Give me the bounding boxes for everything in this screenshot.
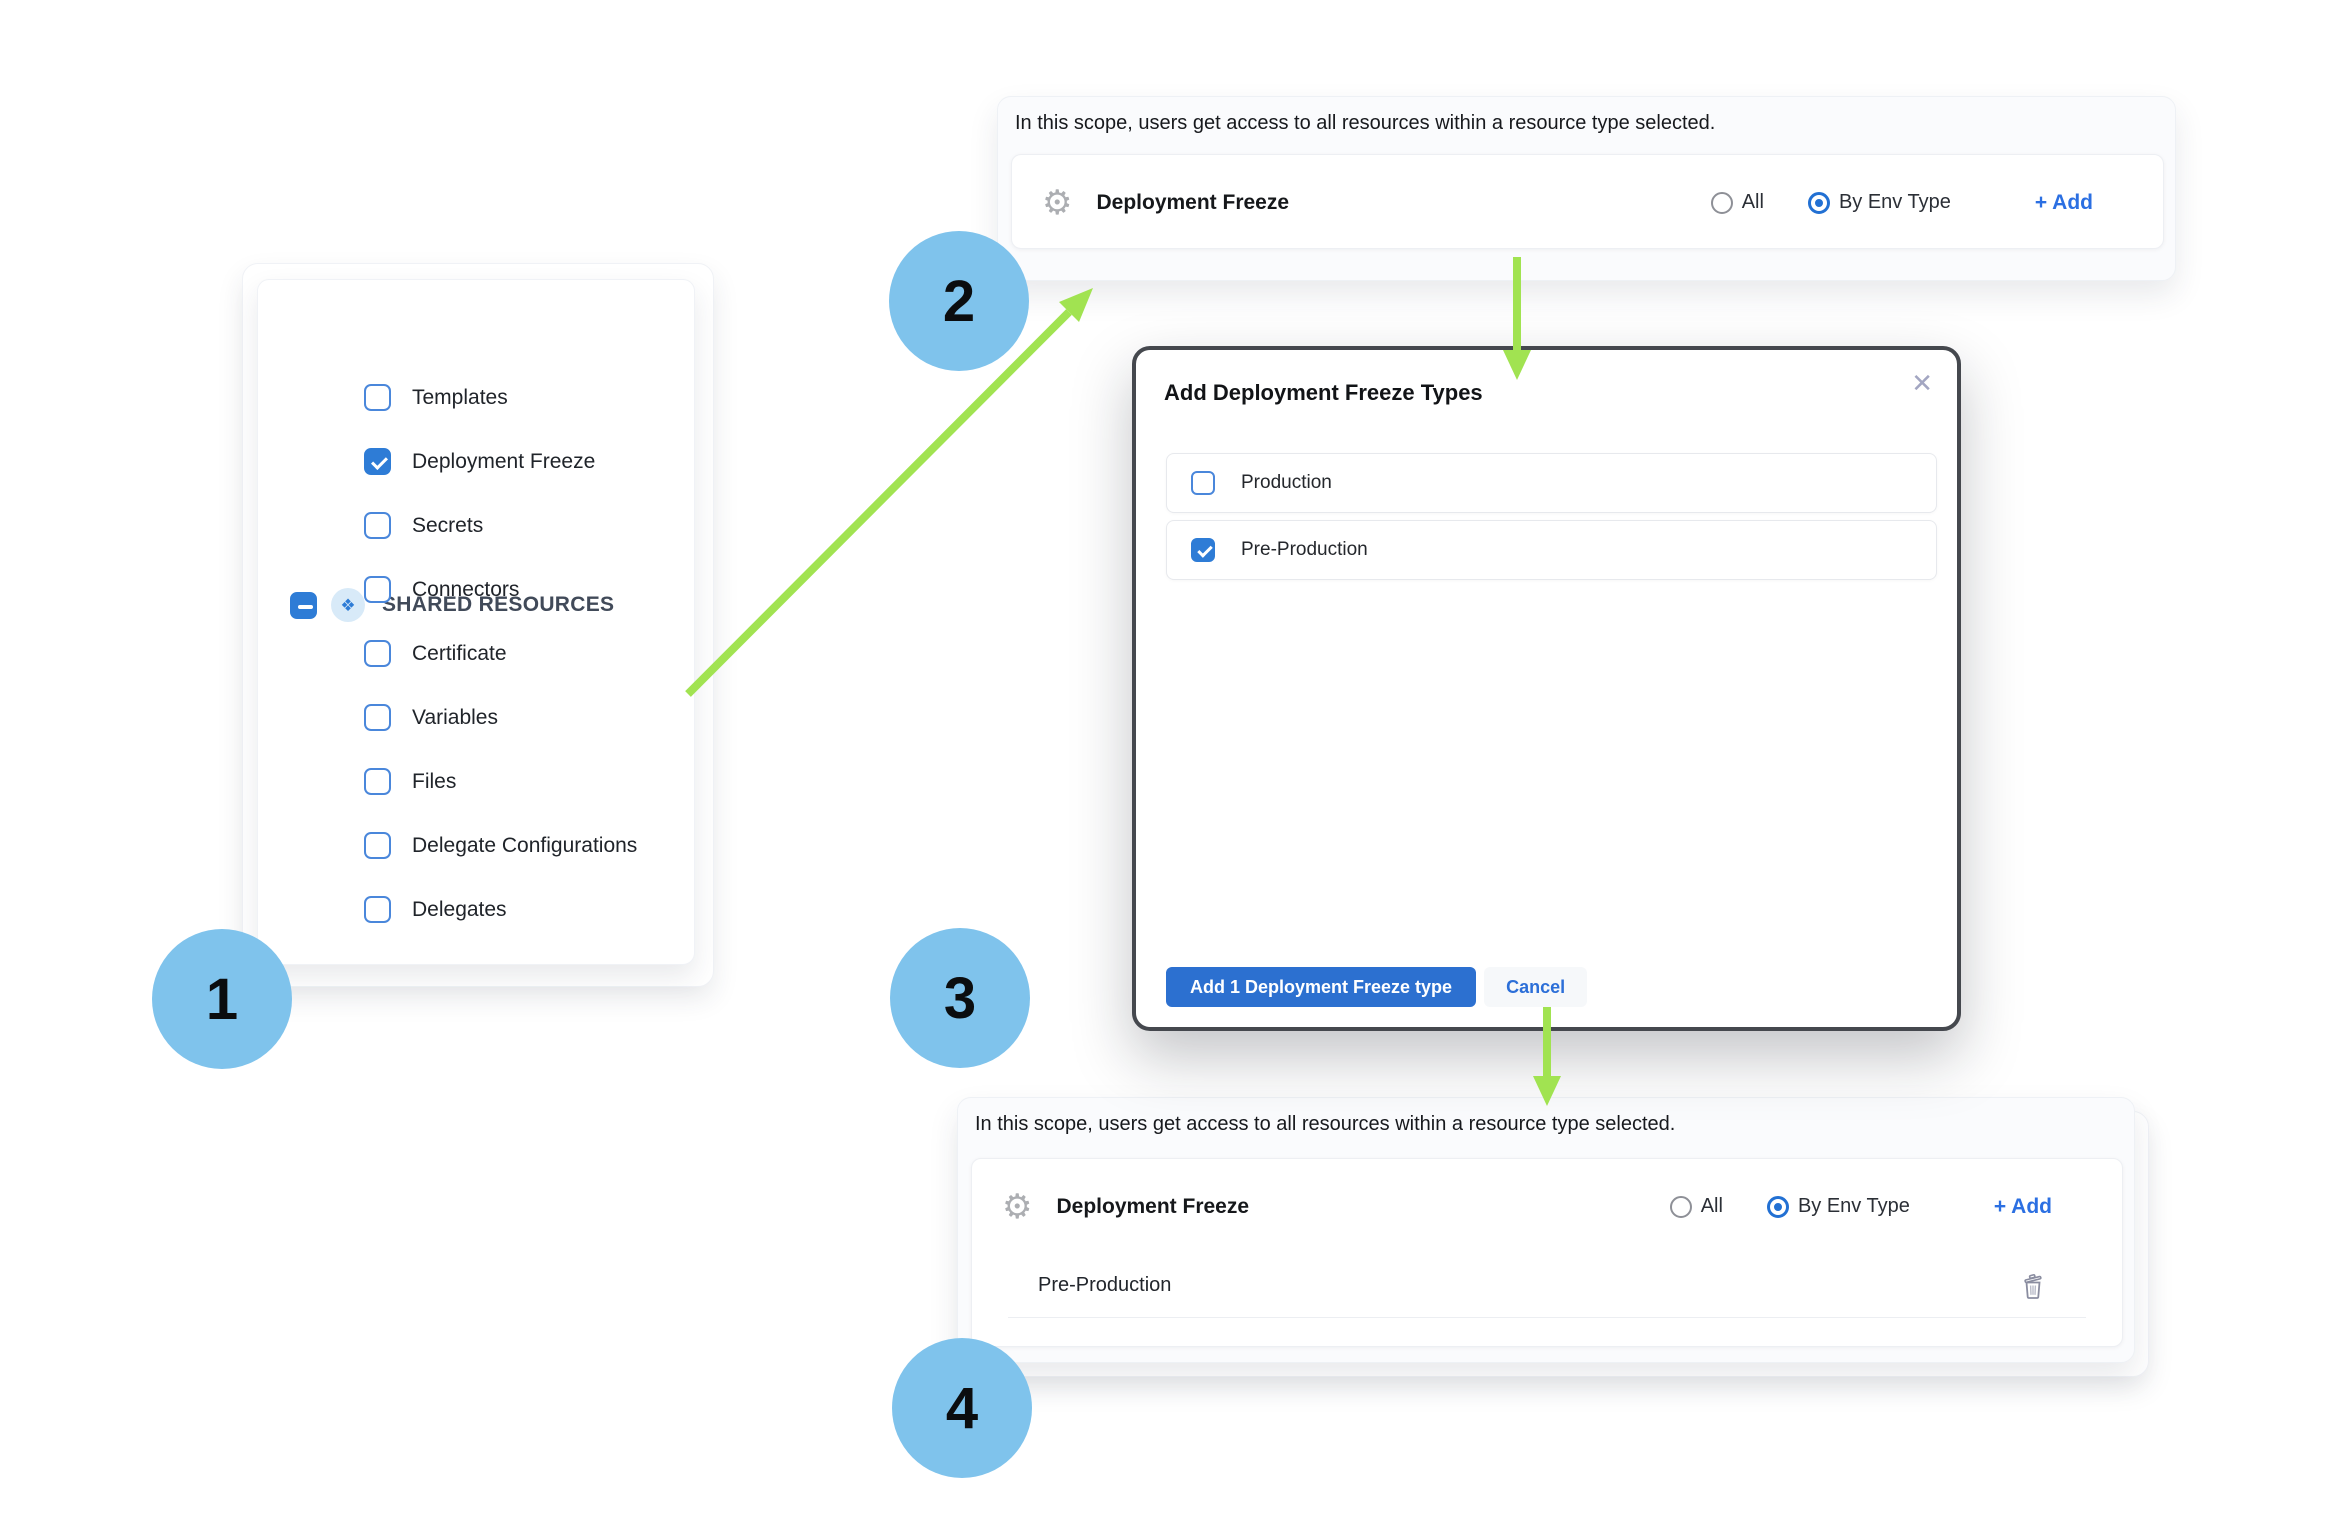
scope-panel-top: In this scope, users get access to all r… — [997, 96, 2176, 281]
scope-radio-group: All By Env Type — [1669, 1195, 1910, 1218]
list-item-certificate[interactable]: Certificate — [364, 640, 637, 667]
checkbox[interactable] — [1191, 538, 1215, 562]
shared-resources-header: ❖ SHARED RESOURCES — [290, 588, 614, 622]
shared-resources-icon: ❖ — [331, 588, 365, 622]
list-item-variables[interactable]: Variables — [364, 704, 637, 731]
shared-resources-panel: ❖ SHARED RESOURCES Templates Deployment … — [257, 279, 695, 965]
shared-resources-title: SHARED RESOURCES — [382, 593, 615, 616]
checkbox[interactable] — [364, 512, 391, 539]
gear-icon: ⚙ — [1042, 183, 1073, 222]
resource-row-deployment-freeze: ⚙ Deployment Freeze All By Env Type + Ad… — [1042, 183, 2093, 222]
checkbox[interactable] — [364, 768, 391, 795]
checkbox[interactable] — [364, 448, 391, 475]
list-item-deployment-freeze[interactable]: Deployment Freeze — [364, 448, 637, 475]
checkbox[interactable] — [1191, 471, 1215, 495]
checkbox[interactable] — [364, 896, 391, 923]
trash-icon[interactable] — [2020, 1272, 2046, 1300]
radio-all[interactable] — [1669, 1195, 1692, 1218]
close-icon[interactable]: ✕ — [1911, 368, 1933, 398]
radio-option-all[interactable]: All — [1669, 1195, 1723, 1218]
diamond-icon: ❖ — [340, 595, 356, 615]
step-badge-3: 3 — [890, 928, 1030, 1068]
modal-button-row: Add 1 Deployment Freeze type Cancel — [1166, 967, 1588, 1007]
radio-option-all[interactable]: All — [1710, 191, 1764, 214]
checkbox[interactable] — [364, 704, 391, 731]
arrow-step1-to-step2 — [685, 288, 1093, 697]
list-item-delegates[interactable]: Delegates — [364, 896, 637, 923]
radio-all[interactable] — [1710, 191, 1733, 214]
scope-description: In this scope, users get access to all r… — [1015, 112, 1716, 134]
list-item-delegate-configurations[interactable]: Delegate Configurations — [364, 832, 637, 859]
list-item-connectors[interactable]: Connectors — [364, 576, 637, 603]
entry-row-pre-production: Pre-Production — [1008, 1254, 2086, 1318]
scope-radio-group: All By Env Type — [1710, 191, 1951, 214]
add-link[interactable]: + Add — [2034, 190, 2093, 214]
list-item-files[interactable]: Files — [364, 768, 637, 795]
checkbox[interactable] — [364, 384, 391, 411]
radio-option-by-env-type[interactable]: By Env Type — [1766, 1195, 1910, 1218]
scope-panel-bottom: In this scope, users get access to all r… — [957, 1097, 2135, 1363]
add-deployment-freeze-type-button[interactable]: Add 1 Deployment Freeze type — [1166, 967, 1477, 1007]
checkbox[interactable] — [364, 640, 391, 667]
add-link[interactable]: + Add — [1993, 1194, 2052, 1218]
list-item-secrets[interactable]: Secrets — [364, 512, 637, 539]
radio-by-env-type[interactable] — [1807, 191, 1830, 214]
resource-type-card: ⚙ Deployment Freeze All By Env Type + Ad… — [1011, 154, 2164, 249]
step-badge-2: 2 — [889, 231, 1029, 371]
shared-resources-checkbox[interactable] — [290, 591, 317, 619]
radio-option-by-env-type[interactable]: By Env Type — [1807, 191, 1951, 214]
cancel-button[interactable]: Cancel — [1484, 967, 1588, 1007]
resource-row-deployment-freeze: ⚙ Deployment Freeze All By Env Type + Ad… — [1002, 1187, 2052, 1226]
add-deployment-freeze-types-modal: Add Deployment Freeze Types ✕ Production… — [1132, 346, 1961, 1031]
checkbox[interactable] — [364, 576, 391, 603]
radio-by-env-type[interactable] — [1766, 1195, 1789, 1218]
modal-option-list: Production Pre-Production — [1166, 453, 1937, 580]
step-badge-1: 1 — [152, 929, 292, 1069]
shared-resources-list: Templates Deployment Freeze Secrets Conn… — [364, 384, 637, 923]
resource-type-card: ⚙ Deployment Freeze All By Env Type + Ad… — [971, 1158, 2123, 1347]
list-item-templates[interactable]: Templates — [364, 384, 637, 411]
step-badge-4: 4 — [892, 1338, 1032, 1478]
modal-option-pre-production[interactable]: Pre-Production — [1166, 520, 1937, 580]
modal-title: Add Deployment Freeze Types — [1164, 380, 1483, 405]
checkbox[interactable] — [364, 832, 391, 859]
gear-icon: ⚙ — [1002, 1187, 1033, 1226]
scope-description: In this scope, users get access to all r… — [975, 1113, 1676, 1135]
modal-option-production[interactable]: Production — [1166, 453, 1937, 513]
